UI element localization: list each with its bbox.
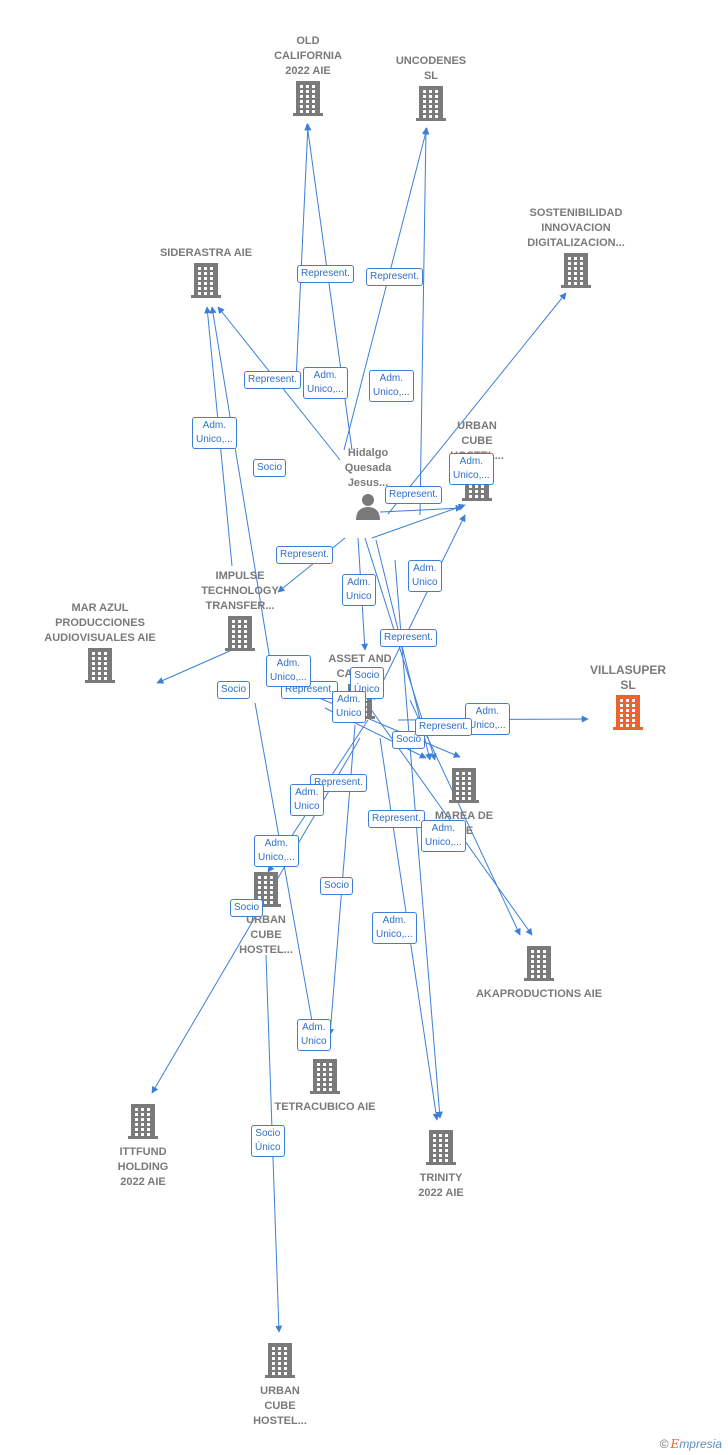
company-label: SIDERASTRA AIE: [159, 247, 253, 259]
building-icon: [611, 693, 645, 736]
edge-label[interactable]: Represent.: [297, 265, 354, 283]
company-node-urban-cube-3[interactable]: URBAN CUBE HOSTEL...: [205, 1341, 355, 1429]
building-icon: [263, 1341, 297, 1384]
edge-label[interactable]: Adm. Unico: [342, 574, 376, 606]
footer-brand[interactable]: ©Empresia: [660, 1437, 722, 1451]
company-label: SOSTENIBILIDAD INNOVACION DIGITALIZACION…: [527, 207, 625, 249]
edge-line: [379, 504, 463, 513]
edge-label[interactable]: Adm. Unico,...: [372, 912, 417, 944]
edge-line: [419, 127, 430, 516]
person-label: Hidalgo Quesada Jesus...: [344, 447, 392, 489]
company-node-mar-azul[interactable]: MAR AZUL PRODUCCIONES AUDIOVISUALES AIE: [25, 601, 175, 689]
company-label: TETRACUBICO AIE: [274, 1101, 376, 1113]
edge-label[interactable]: Adm. Unico: [408, 560, 442, 592]
edge-label[interactable]: Adm. Unico: [297, 1019, 331, 1051]
company-node-ittfund[interactable]: ITTFUND HOLDING 2022 AIE: [68, 1102, 218, 1190]
edge-line: [371, 503, 466, 539]
edge-label[interactable]: Represent.: [368, 810, 425, 828]
edge-label[interactable]: Represent.: [276, 546, 333, 564]
building-icon: [308, 1057, 342, 1100]
edge-label[interactable]: Adm. Unico,...: [192, 417, 237, 449]
edge-label[interactable]: Adm. Unico,...: [254, 835, 299, 867]
edge-line: [387, 292, 567, 515]
edge-label[interactable]: Socio: [230, 899, 264, 917]
edge-label[interactable]: Adm. Unico,...: [421, 820, 466, 852]
building-icon: [189, 261, 223, 304]
company-node-siderastra[interactable]: SIDERASTRA AIE: [131, 246, 281, 304]
edge-label[interactable]: Represent.: [310, 774, 367, 792]
copyright-symbol: ©: [659, 1437, 669, 1451]
edge-label[interactable]: Represent.: [385, 486, 442, 504]
building-icon: [522, 944, 556, 987]
edge-label[interactable]: Socio: [253, 459, 287, 477]
edge-label[interactable]: Represent.: [366, 268, 423, 286]
company-node-impulse[interactable]: IMPULSE TECHNOLOGY TRANSFER...: [165, 569, 315, 657]
edge-label[interactable]: Adm. Unico,...: [303, 367, 348, 399]
person-node[interactable]: Hidalgo Quesada Jesus...: [293, 446, 443, 526]
building-icon: [414, 84, 448, 127]
company-node-trinity[interactable]: TRINITY 2022 AIE: [366, 1128, 516, 1201]
edge-line: [156, 649, 233, 684]
person-icon: [353, 491, 383, 526]
company-label: VILLASUPER SL: [589, 663, 666, 692]
edge-line: [254, 702, 318, 1039]
company-label: OLD CALIFORNIA 2022 AIE: [274, 35, 342, 77]
edge-line: [343, 127, 429, 451]
edge-line: [373, 514, 466, 701]
company-node-akaproductions[interactable]: AKAPRODUCTIONS AIE: [464, 944, 614, 1002]
building-icon: [83, 646, 117, 689]
building-icon: [223, 614, 257, 657]
edge-label[interactable]: Adm. Unico,...: [369, 370, 414, 402]
company-label: ITTFUND HOLDING 2022 AIE: [117, 1146, 169, 1188]
building-icon: [424, 1128, 458, 1171]
edge-label[interactable]: Socio Único: [251, 1125, 285, 1157]
edge-label[interactable]: Represent.: [380, 629, 437, 647]
company-label: IMPULSE TECHNOLOGY TRANSFER...: [201, 570, 279, 612]
edge-label[interactable]: Represent.: [415, 718, 472, 736]
building-icon: [291, 79, 325, 122]
edge-line: [277, 537, 346, 593]
edge-line: [299, 689, 461, 758]
brand-logo-e: E: [670, 1437, 680, 1451]
company-label: MAR AZUL PRODUCCIONES AUDIOVISUALES AIE: [44, 602, 156, 644]
company-node-uncodenes[interactable]: UNCODENES SL: [356, 54, 506, 127]
edge-line: [409, 699, 521, 936]
edge-label[interactable]: Socio: [320, 877, 354, 895]
edge-label[interactable]: Adm. Unico: [290, 784, 324, 816]
company-node-tetracubico[interactable]: TETRACUBICO AIE: [250, 1057, 400, 1115]
company-label: TRINITY 2022 AIE: [418, 1172, 464, 1199]
edge-label[interactable]: Adm. Unico,...: [449, 453, 494, 485]
company-label: UNCODENES SL: [395, 55, 467, 82]
company-label: URBAN CUBE HOSTEL...: [253, 1385, 307, 1427]
edge-label[interactable]: Adm. Unico: [332, 691, 366, 723]
brand-logo-text: mpresia: [679, 1437, 722, 1451]
company-node-sostenibilidad[interactable]: SOSTENIBILIDAD INNOVACION DIGITALIZACION…: [501, 206, 651, 294]
edge-line: [304, 123, 353, 451]
edge-label[interactable]: Represent.: [244, 371, 301, 389]
company-label: URBAN CUBE HOSTEL...: [239, 914, 293, 956]
building-icon: [559, 251, 593, 294]
edge-label[interactable]: Socio: [217, 681, 251, 699]
company-node-urban-cube-2[interactable]: URBAN CUBE HOSTEL...: [191, 870, 341, 958]
company-label: AKAPRODUCTIONS AIE: [475, 988, 603, 1000]
building-icon: [126, 1102, 160, 1145]
building-icon: [447, 766, 481, 809]
edge-line: [209, 306, 271, 661]
edge-line: [295, 123, 312, 381]
company-node-old-california[interactable]: OLD CALIFORNIA 2022 AIE: [233, 34, 383, 122]
edge-line: [394, 559, 443, 1119]
company-node-villasuper[interactable]: VILLASUPER SL: [553, 663, 703, 736]
edge-label[interactable]: Adm. Unico,...: [266, 655, 311, 687]
